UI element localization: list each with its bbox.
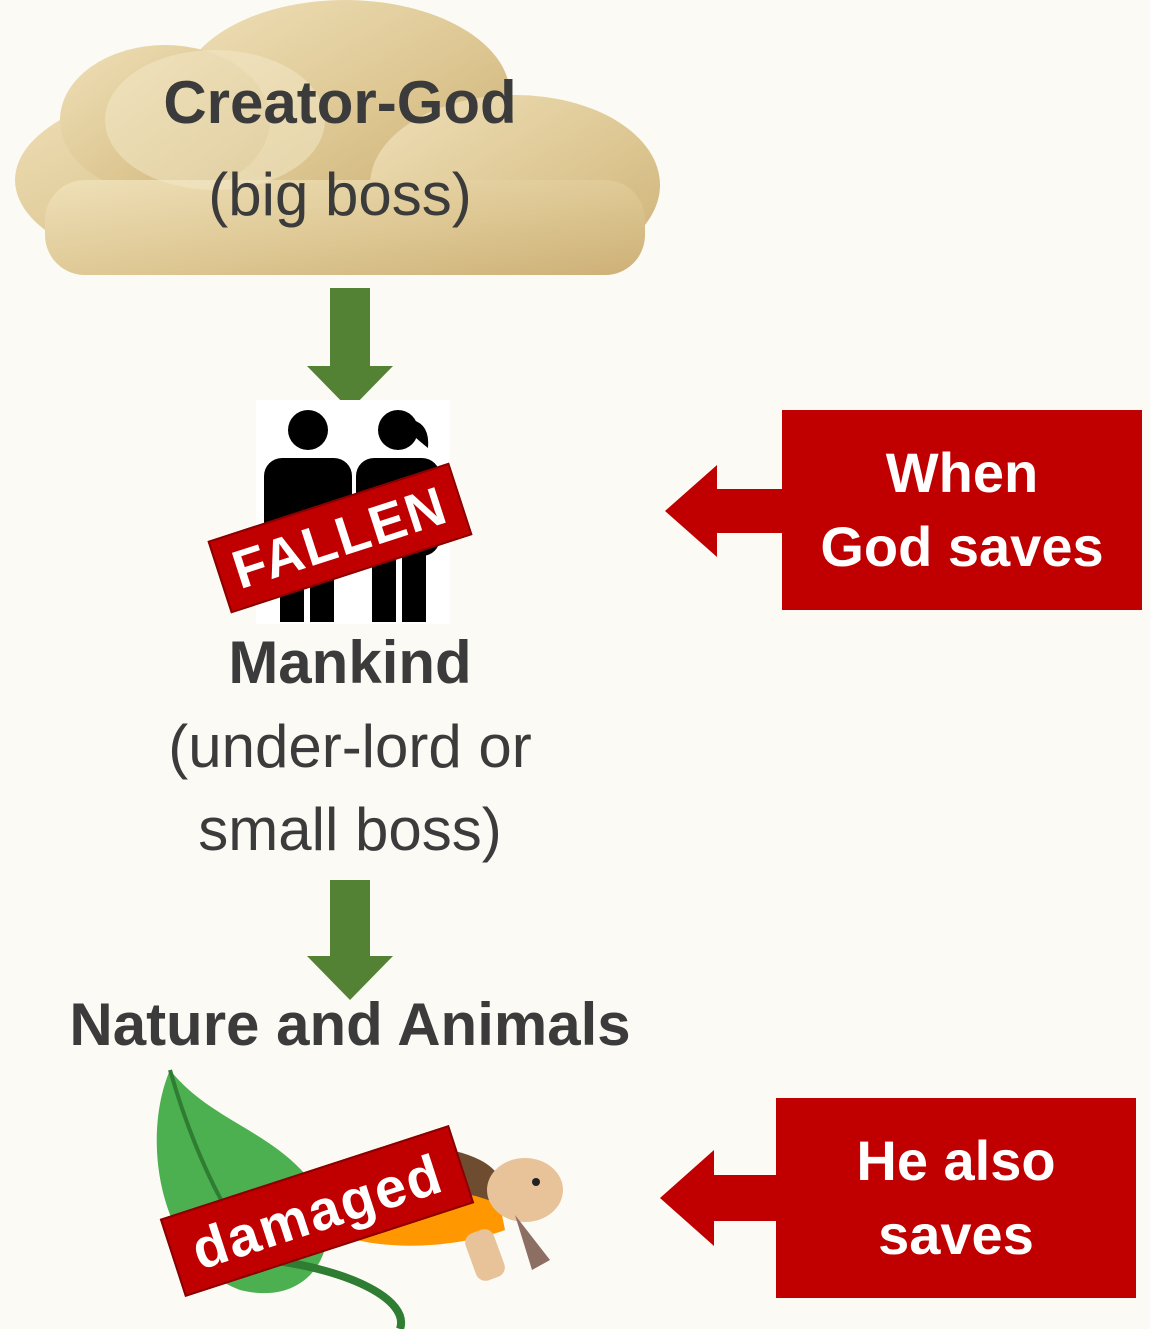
callout-when-god-saves: When God saves xyxy=(782,410,1142,610)
callout-line: When xyxy=(885,441,1039,504)
mankind-subtitle-line1: (under-lord or xyxy=(168,713,532,780)
left-arrow-icon xyxy=(660,1150,780,1246)
callout-line: God saves xyxy=(820,515,1104,578)
left-arrow-icon xyxy=(665,465,785,557)
mankind-subtitle-line2: small boss) xyxy=(198,796,502,863)
down-arrow-icon xyxy=(307,880,393,1000)
nature-title: Nature and Animals xyxy=(69,991,631,1058)
mankind-title: Mankind xyxy=(228,629,472,696)
creator-subtitle: (big boss) xyxy=(208,161,472,228)
down-arrow-icon xyxy=(307,288,393,410)
callout-he-also-saves: He also saves xyxy=(776,1098,1136,1298)
callout-line: saves xyxy=(878,1203,1034,1266)
callout-line: He also xyxy=(856,1129,1056,1192)
creator-title: Creator-God xyxy=(163,69,517,136)
cloud-icon xyxy=(15,0,660,275)
